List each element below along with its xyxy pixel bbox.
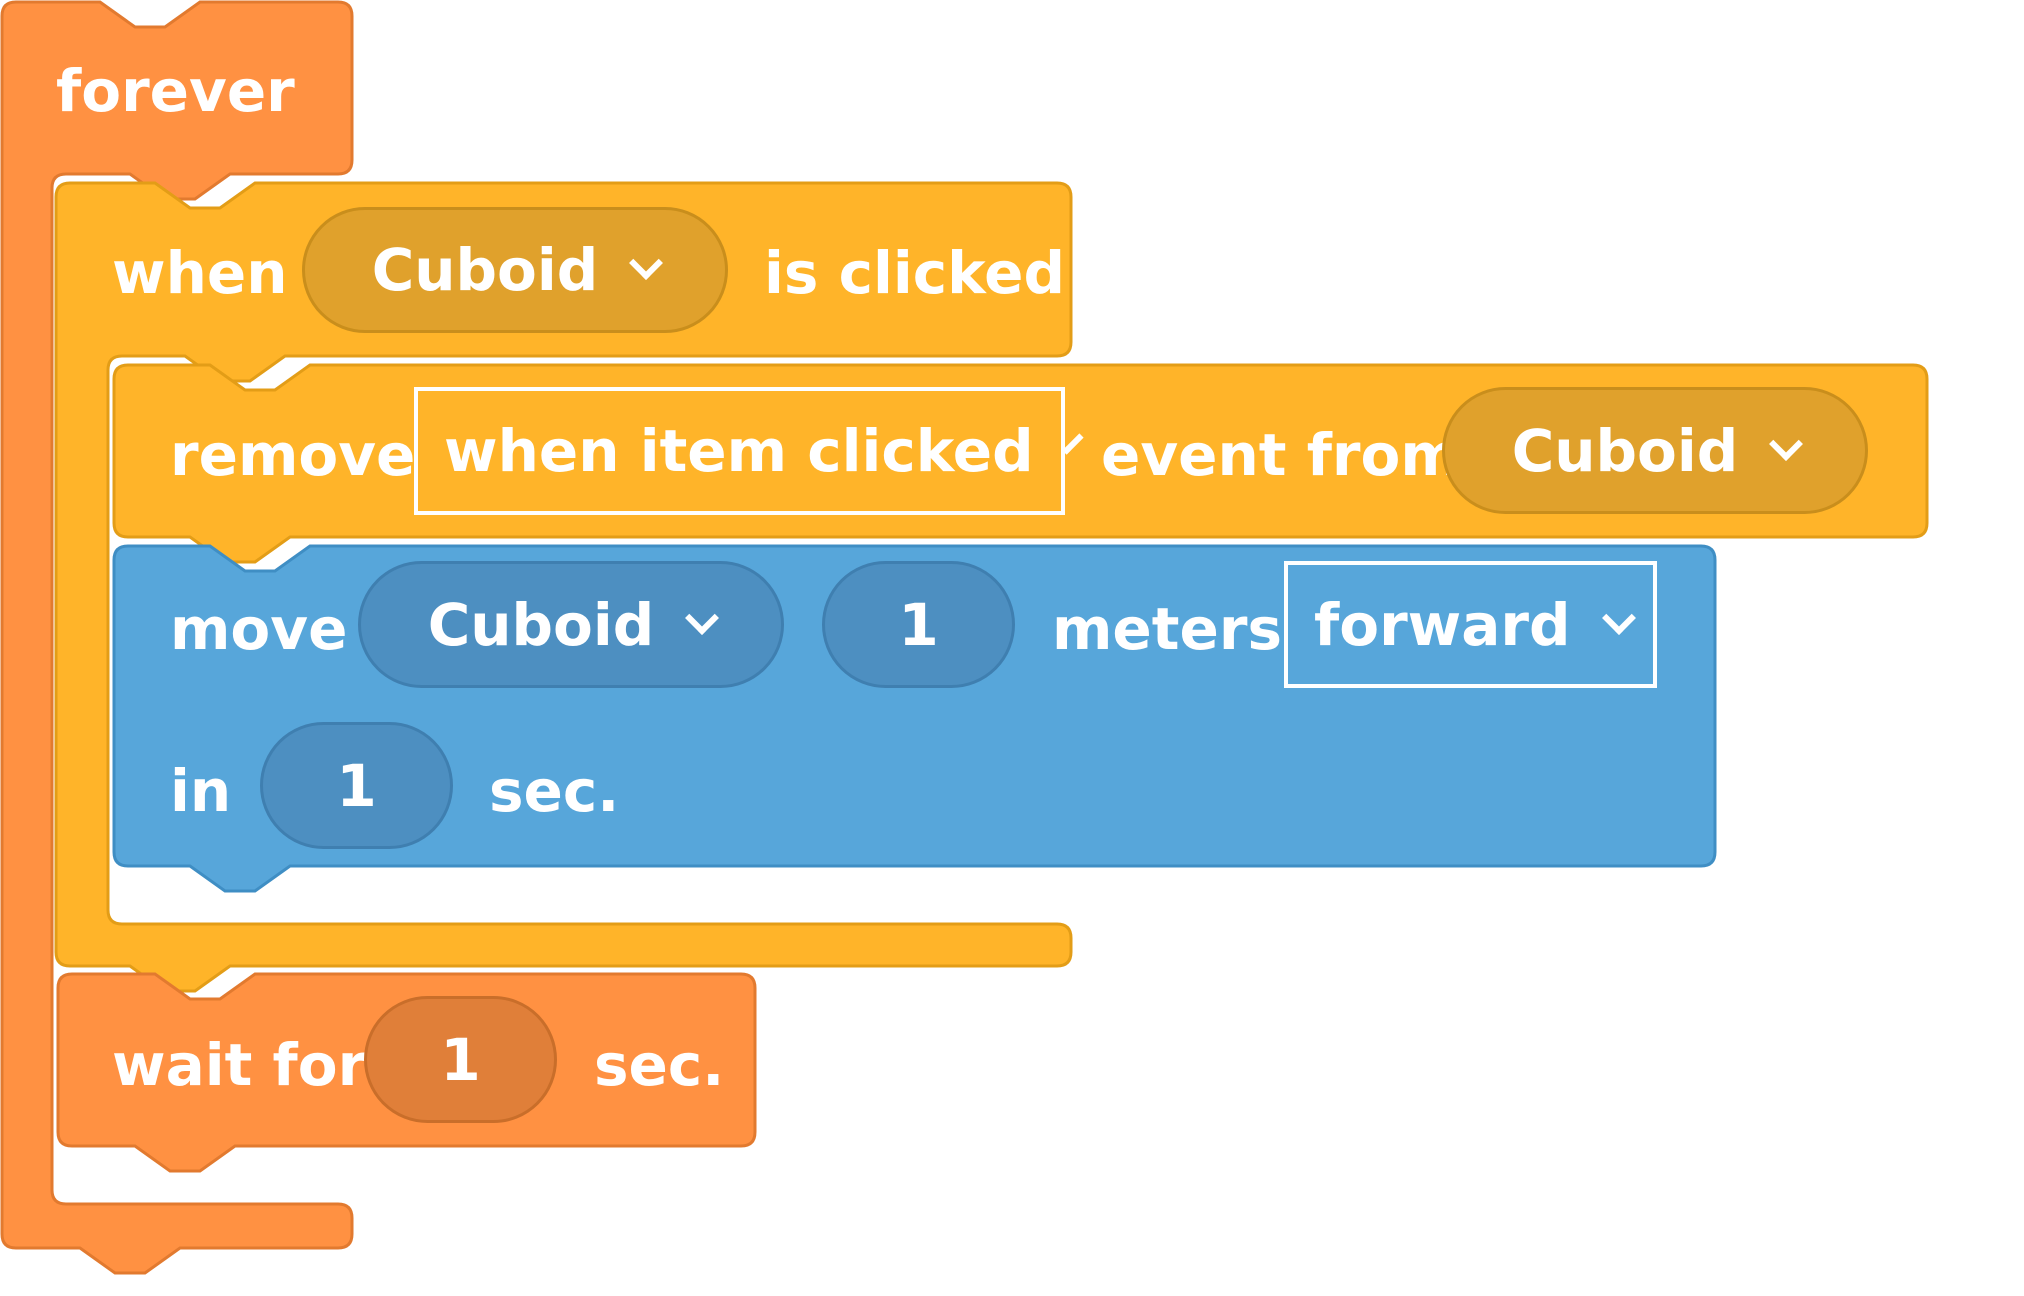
move-label: move	[170, 595, 348, 663]
forever-label: forever	[56, 57, 295, 125]
when-object-dropdown[interactable]: Cuboid	[302, 207, 728, 333]
move-object-dropdown[interactable]: Cuboid	[358, 561, 784, 688]
is-clicked-label: is clicked	[764, 239, 1065, 307]
wait-sec-label: sec.	[594, 1031, 725, 1099]
move-duration-value: 1	[336, 751, 377, 820]
event-type-dropdown[interactable]: when item clicked	[414, 387, 1084, 515]
forever-block[interactable]	[0, 0, 354, 1275]
move-object-value: Cuboid	[427, 590, 655, 659]
move-sec-label: sec.	[489, 757, 620, 825]
move-duration-input[interactable]: 1	[260, 722, 453, 849]
wait-label: wait for	[112, 1031, 367, 1099]
meters-label: meters	[1052, 595, 1282, 663]
event-from-label: event from	[1101, 421, 1461, 489]
when-label: when	[112, 239, 288, 307]
wait-duration-input[interactable]: 1	[364, 996, 557, 1123]
chevron-down-icon	[1769, 426, 1804, 461]
distance-value: 1	[898, 590, 939, 659]
when-object-value: Cuboid	[371, 236, 599, 304]
in-label: in	[170, 757, 232, 825]
remove-object-value: Cuboid	[1511, 416, 1739, 485]
when-clicked-block[interactable]	[54, 181, 1073, 993]
chevron-down-icon	[629, 246, 664, 280]
distance-input[interactable]: 1	[822, 561, 1015, 688]
direction-value: forward	[1314, 590, 1571, 659]
wait-duration-value: 1	[440, 1025, 481, 1094]
direction-dropdown[interactable]: forward	[1284, 561, 1657, 688]
remove-object-dropdown[interactable]: Cuboid	[1442, 387, 1868, 514]
chevron-down-icon	[685, 600, 720, 635]
remove-label: remove	[170, 421, 416, 489]
event-type-value: when item clicked	[444, 417, 1034, 485]
chevron-down-icon	[1601, 600, 1636, 635]
